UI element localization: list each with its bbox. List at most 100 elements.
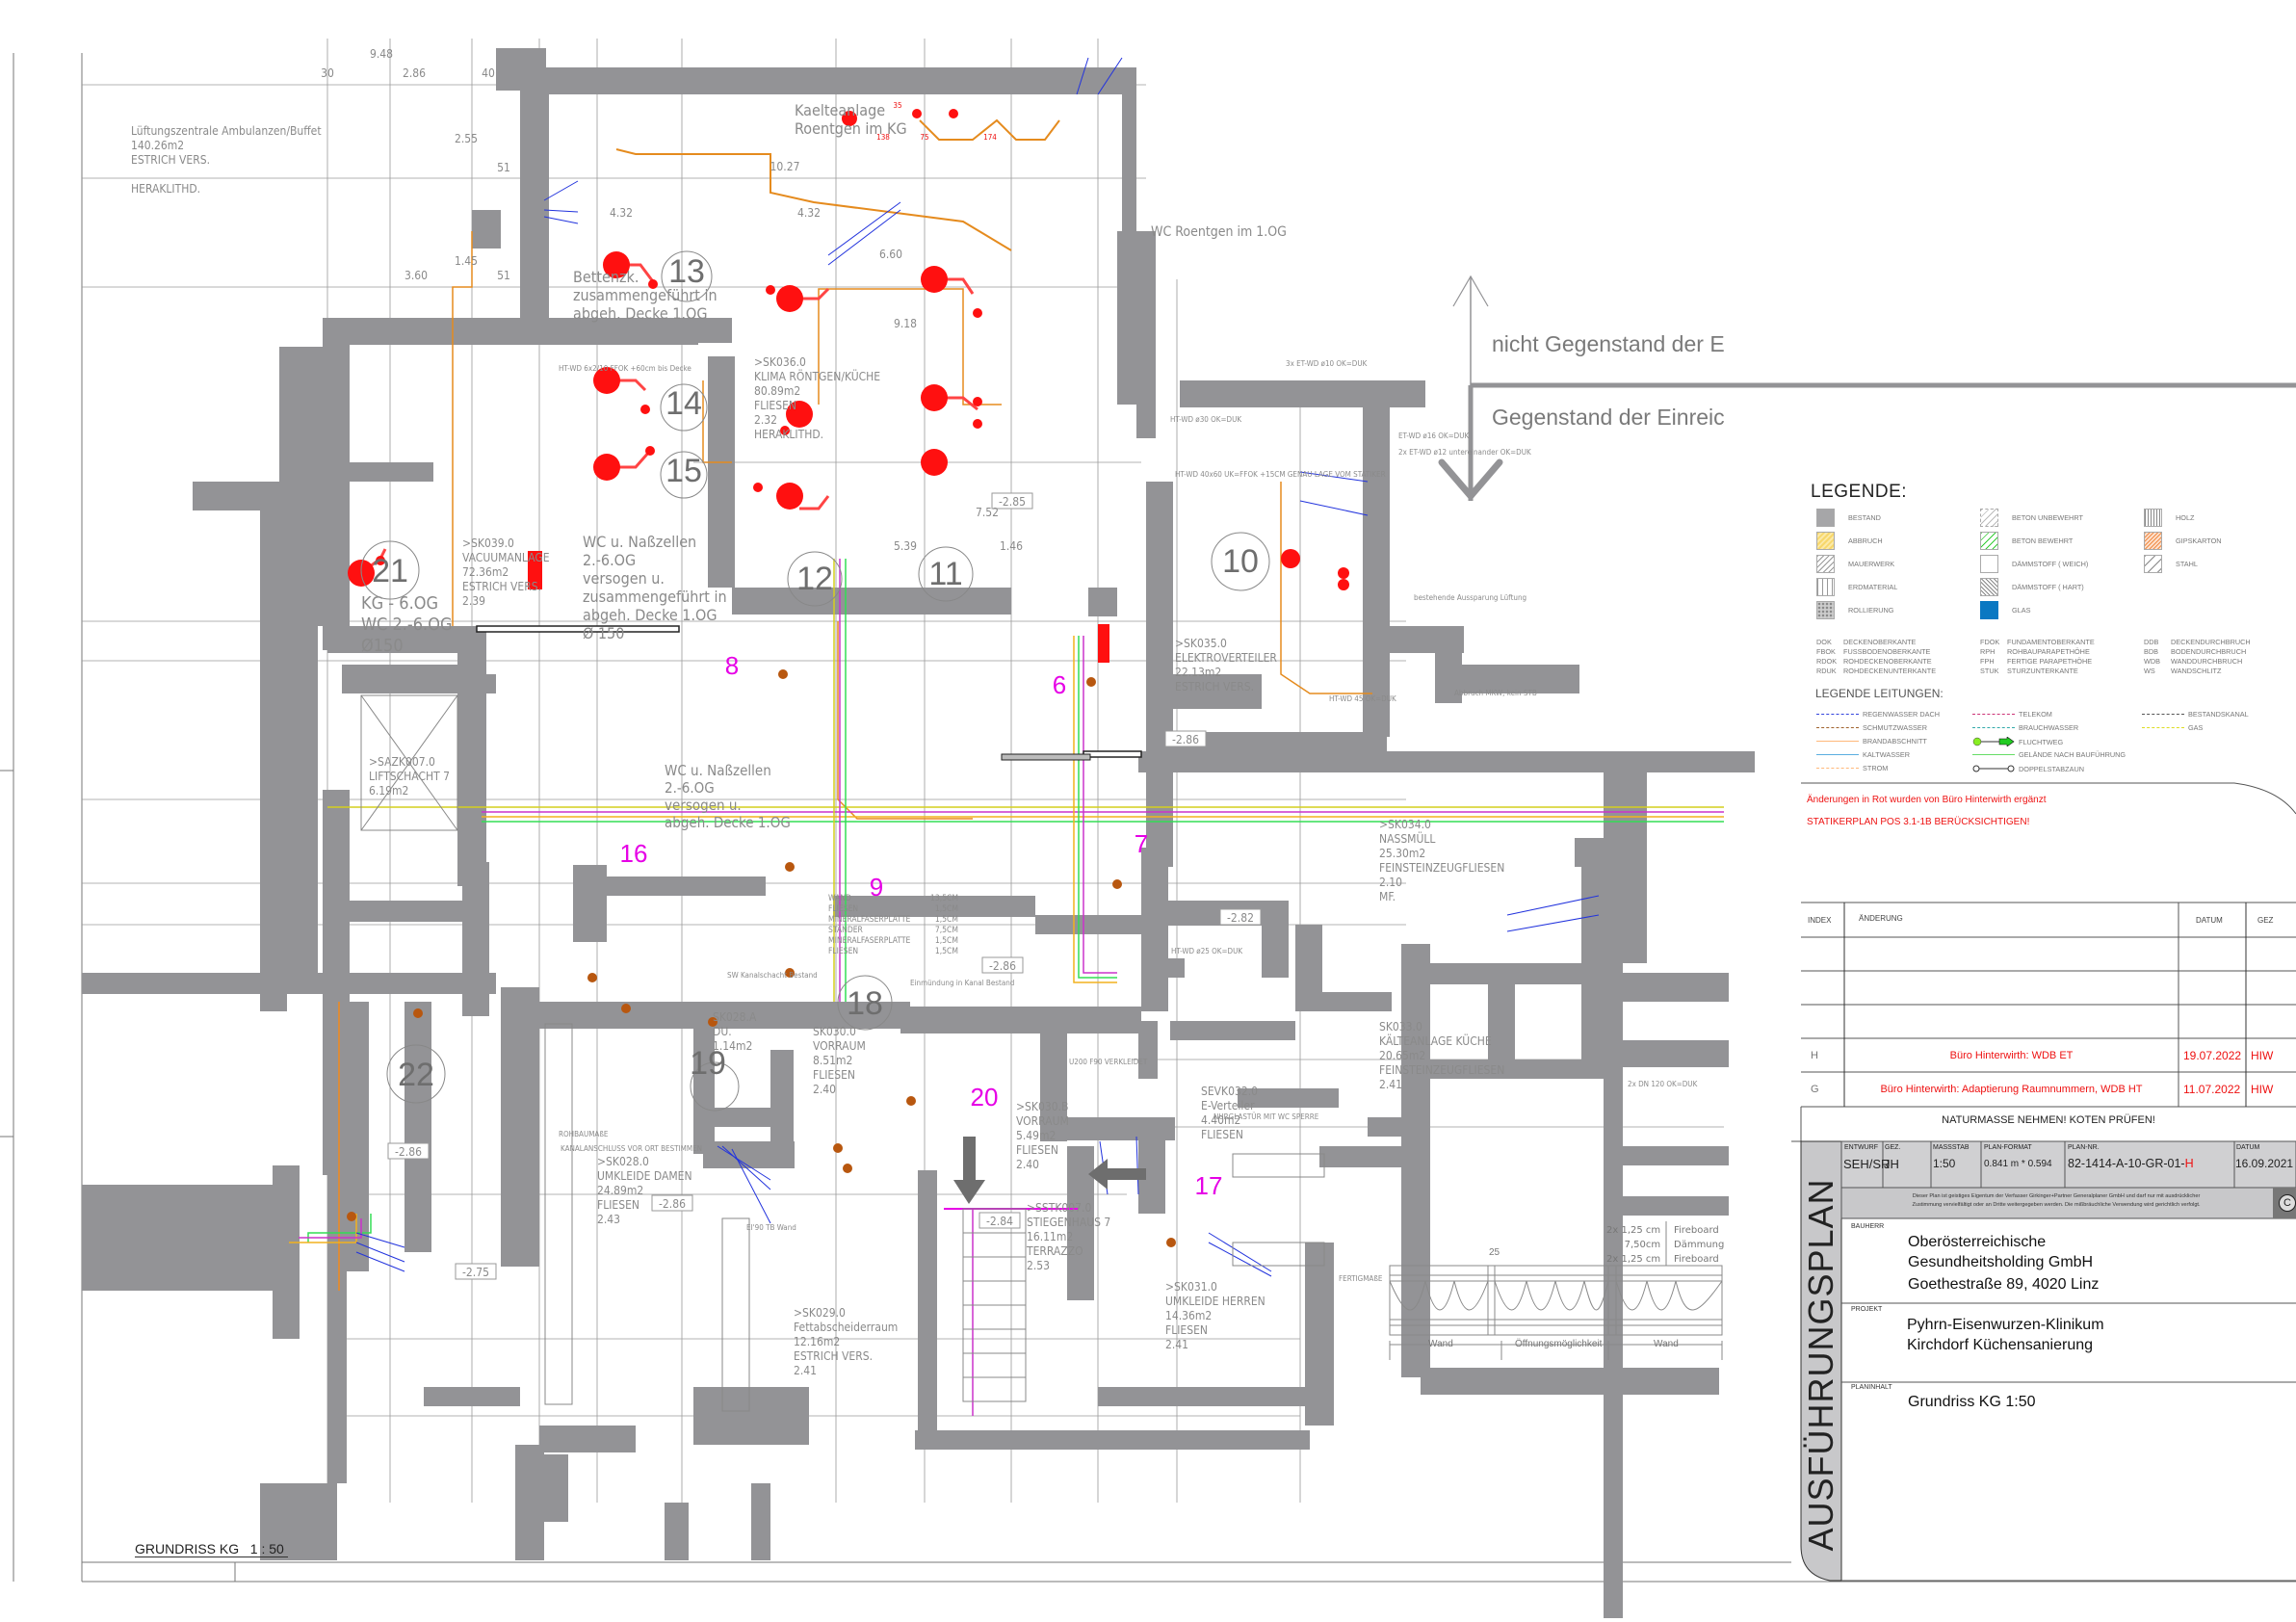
service-lines	[289, 57, 1724, 1416]
room-number: 20	[971, 1083, 999, 1112]
room-label: ESTRICH VERS.	[1175, 680, 1254, 693]
room-number: 7	[1135, 829, 1148, 858]
annotation: Einmündung in Kanal Bestand	[910, 979, 1014, 987]
escape-route-icon	[1972, 736, 2015, 747]
room-number: 18	[847, 985, 883, 1022]
room-label: WC Roentgen im 1.OG	[1151, 224, 1287, 240]
legend-material-item: MAUERWERK	[1816, 555, 1894, 573]
boundary-label-not-subject: nicht Gegenstand der E	[1492, 331, 1725, 356]
room-label: >SK031.0	[1165, 1280, 1217, 1294]
abbr-meaning: DECKENDURCHBRUCH	[2171, 638, 2251, 646]
annotation: bestehende Aussparung Lüftung	[1414, 593, 1526, 602]
drain-points	[347, 669, 1176, 1247]
legend-line-item: SCHMUTZWASSER	[1816, 723, 1927, 732]
material-label: HOLZ	[2176, 513, 2195, 522]
room-label: KLIMA RÖNTGEN/KÜCHE	[754, 368, 880, 383]
room-label: Kaelteanlage	[795, 101, 885, 119]
staircase	[962, 1208, 1027, 1402]
room-label: >SK030.B	[1016, 1100, 1068, 1113]
legend-line-item: BRAUCHWASSER	[1972, 723, 2078, 732]
wall-layer-thickness: 1,5CM	[935, 936, 958, 946]
rev-header-change: ÄNDERUNG	[1859, 914, 1903, 923]
room-note: Ø150	[361, 636, 404, 656]
legend-material-item: BESTAND	[1816, 509, 1881, 527]
abbr-code: BDB	[2144, 647, 2159, 656]
datum-label: DATUM	[2236, 1144, 2260, 1151]
plannr-base: 82-1414-A-10-GR-01-	[2068, 1157, 2185, 1170]
bauherr-line-2: Gesundheitsholding GmbH	[1908, 1254, 2094, 1270]
abbr-meaning: WANDDURCHBRUCH	[2171, 657, 2243, 666]
annotation: HT-WD 40x60 UK=FFOK +15CM GENAU LAGE VOM…	[1175, 470, 1386, 479]
annotation: HT-WD 6x2/10 FFOK +60cm bis Decke	[559, 364, 691, 373]
legend-material-item: GIPSKARTON	[2144, 532, 2222, 550]
material-swatch-icon	[2144, 509, 2162, 527]
material-swatch-icon	[1816, 601, 1835, 619]
red-dimension: 138	[876, 133, 890, 142]
annotation: Abbruch MKW, kein STB	[1454, 689, 1537, 697]
abbr-code: RDOK	[1816, 657, 1838, 666]
room-label: SEVK032.0	[1201, 1085, 1258, 1098]
abbr-code: FPH	[1980, 657, 1995, 666]
wall-layer-thickness: 1,5CM	[935, 947, 958, 956]
room-label: FEINSTEINZEUGFLIESEN	[1379, 1063, 1504, 1077]
room-label: 1.14m2	[713, 1039, 752, 1053]
sheet-frame	[0, 53, 2296, 1583]
format-label: PLAN-FORMAT	[1984, 1144, 2032, 1151]
room-number: 17	[1195, 1171, 1223, 1200]
room-note: KG - 6.OG	[361, 593, 438, 614]
room-label: MF.	[1379, 890, 1396, 903]
walls-existing	[82, 48, 1755, 1618]
legend-line-item: GELÄNDE NACH BAUFÜHRUNG	[1972, 750, 2126, 759]
room-label: FLIESEN	[813, 1068, 855, 1082]
room-label: Bettenzk.	[573, 268, 639, 286]
dimension-label: 7.52	[976, 506, 999, 519]
legend-material-item: DÄMMSTOFF ( WEICH)	[1980, 555, 2088, 573]
material-swatch-icon	[1980, 578, 1998, 596]
room-label: TERRAZZO	[1026, 1244, 1083, 1258]
room-label: 14.36m2	[1165, 1309, 1212, 1322]
red-dimension: 75	[920, 133, 928, 142]
dimension-label: 4.32	[797, 206, 821, 220]
legend-material-item: BETON UNBEWEHRT	[1980, 509, 2083, 527]
room-label: 6.19m2	[369, 784, 408, 798]
wall-layer: WAND	[828, 894, 851, 903]
room-label: 2.39	[462, 594, 485, 608]
room-label: abgeh. Decke 1.OG	[573, 304, 708, 323]
format-value: 0.841 m * 0.594	[1984, 1159, 2052, 1169]
level-box	[978, 1212, 1021, 1229]
line-sample-icon	[2142, 727, 2184, 728]
room-label: UMKLEIDE DAMEN	[597, 1169, 692, 1183]
entwurf-label: ENTWURF	[1844, 1144, 1878, 1151]
room-label: 2.-6.OG	[665, 779, 715, 797]
room-number: 14	[665, 385, 702, 422]
room-label: FLIESEN	[597, 1198, 639, 1212]
wall-layer: MINERALFASERPLATTE	[828, 936, 911, 946]
legend-material-item: STAHL	[2144, 555, 2198, 573]
line-label: KALTWASSER	[1863, 750, 1911, 759]
fence-icon	[1972, 765, 2015, 772]
material-label: ERDMATERIAL	[1848, 583, 1898, 591]
annotation: NURGLASTÜR MIT WC SPERRE	[1213, 1112, 1319, 1121]
room-label: Fettabscheiderraum	[794, 1321, 898, 1334]
room-label: 2.41	[1379, 1078, 1402, 1091]
room-label: 20.65m2	[1379, 1049, 1425, 1062]
room-label: FLIESEN	[1165, 1323, 1208, 1337]
room-label: >SSTK007.0	[1027, 1201, 1091, 1215]
level-box	[981, 956, 1024, 974]
line-label: FLUCHTWEG	[2019, 737, 2064, 746]
room-label: Ø 150	[583, 624, 624, 642]
abbr-code: STUK	[1980, 667, 1999, 675]
red-dimension: 35	[893, 101, 901, 110]
line-sample-icon	[1816, 714, 1859, 715]
level-box	[1219, 908, 1262, 926]
room-label: >SAZK007.0	[369, 755, 435, 769]
level-box	[991, 492, 1033, 510]
material-swatch-icon	[1980, 601, 1998, 619]
room-label: 25.30m2	[1379, 847, 1425, 860]
line-label: TELEKOM	[2019, 710, 2052, 719]
